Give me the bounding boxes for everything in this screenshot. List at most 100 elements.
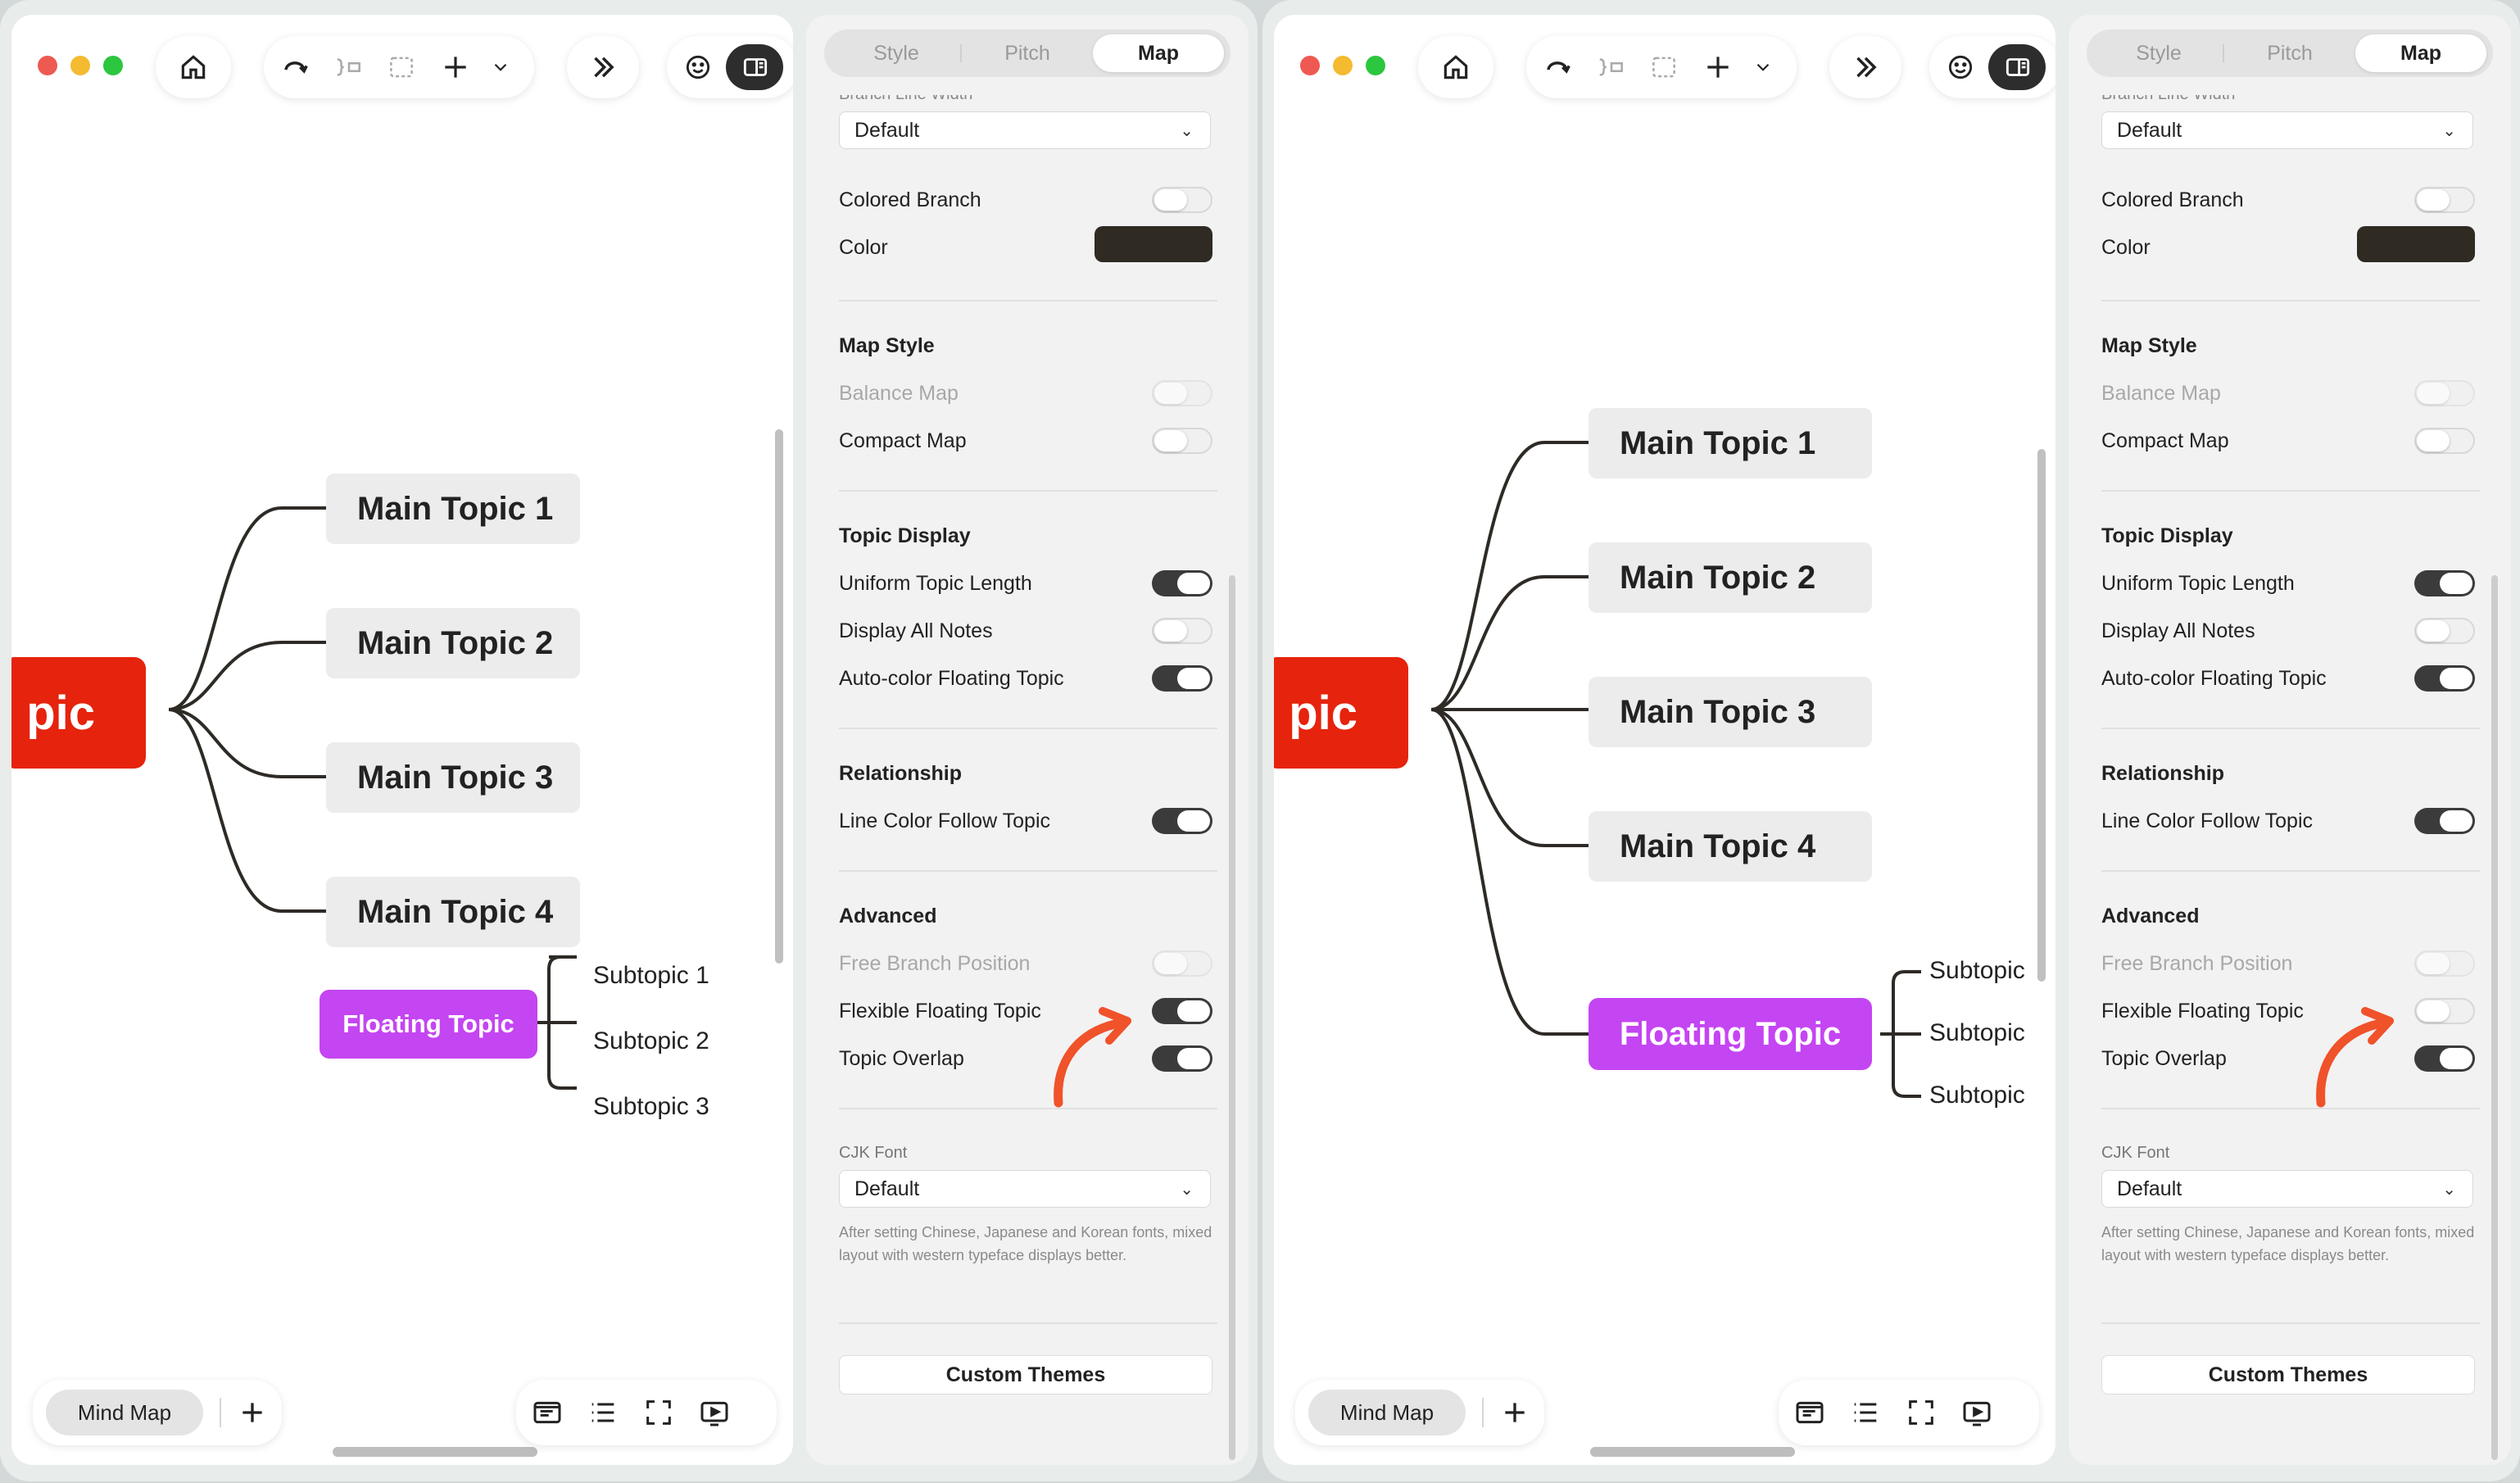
tab-pitch[interactable]: Pitch: [2267, 41, 2313, 65]
subtopic-3[interactable]: Subtopic 3: [593, 1093, 709, 1120]
main-topic-4[interactable]: Main Topic 4: [1589, 811, 1872, 882]
fullscreen-icon[interactable]: [642, 1396, 675, 1429]
outline-icon[interactable]: [1793, 1396, 1826, 1429]
auto-color-floating-toggle[interactable]: [2414, 665, 2475, 692]
cjk-font-select[interactable]: Default⌄: [839, 1170, 1211, 1208]
main-topic-1[interactable]: Main Topic 1: [1589, 408, 1872, 478]
free-branch-toggle[interactable]: [2414, 950, 2475, 977]
sidebar-toggle-button[interactable]: [1988, 44, 2046, 90]
undo-icon[interactable]: [1541, 51, 1574, 84]
uniform-topic-length-toggle[interactable]: [1152, 570, 1212, 596]
minimize-window-button[interactable]: [70, 56, 90, 75]
vertical-scrollbar[interactable]: [2037, 449, 2046, 982]
flexible-floating-toggle[interactable]: [1152, 998, 1212, 1024]
boundary-icon[interactable]: [1595, 51, 1628, 84]
line-color-follow-label: Line Color Follow Topic: [839, 810, 1050, 832]
floating-topic[interactable]: Floating Topic: [320, 990, 537, 1059]
balance-map-toggle[interactable]: [2414, 380, 2475, 406]
main-topic-2[interactable]: Main Topic 2: [326, 608, 580, 678]
home-icon[interactable]: [1439, 51, 1472, 84]
color-swatch[interactable]: [2357, 226, 2475, 262]
branch-line-width-select[interactable]: Default⌄: [839, 111, 1211, 149]
compact-map-toggle[interactable]: [2414, 428, 2475, 454]
close-window-button[interactable]: [1300, 56, 1320, 75]
line-color-follow-toggle[interactable]: [2414, 808, 2475, 834]
zoom-window-button[interactable]: [103, 56, 123, 75]
vertical-scrollbar[interactable]: [775, 429, 783, 964]
divider: [2101, 300, 2480, 302]
topic-overlap-toggle[interactable]: [1152, 1045, 1212, 1072]
add-sheet-icon[interactable]: [236, 1396, 269, 1429]
present-icon[interactable]: [698, 1396, 731, 1429]
tab-map[interactable]: Map: [2355, 34, 2486, 72]
central-topic[interactable]: pic: [1274, 657, 1408, 769]
list-icon[interactable]: [587, 1396, 619, 1429]
chevron-down-icon[interactable]: [1752, 51, 1774, 84]
present-icon[interactable]: [1960, 1396, 1993, 1429]
fullscreen-icon[interactable]: [1905, 1396, 1938, 1429]
subtopic-2[interactable]: Subtopic 2: [593, 1027, 709, 1054]
emoji-icon[interactable]: [682, 51, 714, 84]
chevron-down-icon[interactable]: [490, 51, 511, 84]
subtopic-1[interactable]: Subtopic: [1929, 957, 2025, 984]
toolbar-edit-group: [264, 36, 534, 98]
mindmap-canvas[interactable]: pic Main Topic 1 Main Topic 2 Main Topic…: [11, 15, 793, 1465]
panel-scrollbar[interactable]: [2491, 575, 2498, 1460]
main-topic-2[interactable]: Main Topic 2: [1589, 542, 1872, 613]
display-all-notes-toggle[interactable]: [2414, 618, 2475, 644]
sheet-tab-mind-map[interactable]: Mind Map: [1308, 1390, 1466, 1435]
tab-style[interactable]: Style: [873, 41, 919, 65]
tab-map[interactable]: Map: [1093, 34, 1224, 72]
boundary-icon[interactable]: [333, 51, 365, 84]
topic-overlap-toggle[interactable]: [2414, 1045, 2475, 1072]
forward-icon[interactable]: [1849, 51, 1882, 84]
add-icon[interactable]: [439, 51, 472, 84]
custom-themes-button[interactable]: Custom Themes: [2101, 1355, 2475, 1395]
subtopic-1[interactable]: Subtopic 1: [593, 962, 709, 989]
uniform-topic-length-toggle[interactable]: [2414, 570, 2475, 596]
main-topic-label: Main Topic 2: [357, 624, 554, 661]
main-topic-1[interactable]: Main Topic 1: [326, 474, 580, 544]
subtopic-2[interactable]: Subtopic: [1929, 1019, 2025, 1046]
forward-icon[interactable]: [587, 51, 619, 84]
balance-map-toggle[interactable]: [1152, 380, 1212, 406]
mindmap-canvas[interactable]: pic Main Topic 1 Main Topic 2 Main Topic…: [1274, 15, 2055, 1465]
branch-line-width-select[interactable]: Default⌄: [2101, 111, 2473, 149]
subtopic-3[interactable]: Subtopic: [1929, 1082, 2025, 1109]
add-icon[interactable]: [1702, 51, 1734, 84]
horizontal-scrollbar[interactable]: [333, 1447, 537, 1457]
list-icon[interactable]: [1849, 1396, 1882, 1429]
tab-style[interactable]: Style: [2136, 41, 2182, 65]
horizontal-scrollbar[interactable]: [1590, 1447, 1795, 1457]
zoom-window-button[interactable]: [1366, 56, 1385, 75]
home-icon[interactable]: [177, 51, 210, 84]
display-all-notes-toggle[interactable]: [1152, 618, 1212, 644]
tab-pitch[interactable]: Pitch: [1004, 41, 1050, 65]
minimize-window-button[interactable]: [1333, 56, 1353, 75]
main-topic-3[interactable]: Main Topic 3: [1589, 677, 1872, 747]
add-sheet-icon[interactable]: [1498, 1396, 1531, 1429]
colored-branch-toggle[interactable]: [2414, 187, 2475, 213]
panel-scrollbar[interactable]: [1229, 575, 1235, 1460]
select-icon[interactable]: [1648, 51, 1680, 84]
emoji-icon[interactable]: [1944, 51, 1977, 84]
cjk-font-select[interactable]: Default⌄: [2101, 1170, 2473, 1208]
auto-color-floating-toggle[interactable]: [1152, 665, 1212, 692]
custom-themes-button[interactable]: Custom Themes: [839, 1355, 1212, 1395]
main-topic-3[interactable]: Main Topic 3: [326, 742, 580, 813]
sidebar-toggle-button[interactable]: [726, 44, 783, 90]
line-color-follow-toggle[interactable]: [1152, 808, 1212, 834]
colored-branch-toggle[interactable]: [1152, 187, 1212, 213]
central-topic[interactable]: pic: [11, 657, 146, 769]
select-icon[interactable]: [385, 51, 418, 84]
outline-icon[interactable]: [531, 1396, 564, 1429]
undo-icon[interactable]: [279, 51, 311, 84]
flexible-floating-toggle[interactable]: [2414, 998, 2475, 1024]
floating-topic[interactable]: Floating Topic: [1589, 998, 1872, 1070]
main-topic-4[interactable]: Main Topic 4: [326, 877, 580, 947]
close-window-button[interactable]: [38, 56, 57, 75]
compact-map-toggle[interactable]: [1152, 428, 1212, 454]
free-branch-toggle[interactable]: [1152, 950, 1212, 977]
color-swatch[interactable]: [1095, 226, 1212, 262]
sheet-tab-mind-map[interactable]: Mind Map: [46, 1390, 203, 1435]
